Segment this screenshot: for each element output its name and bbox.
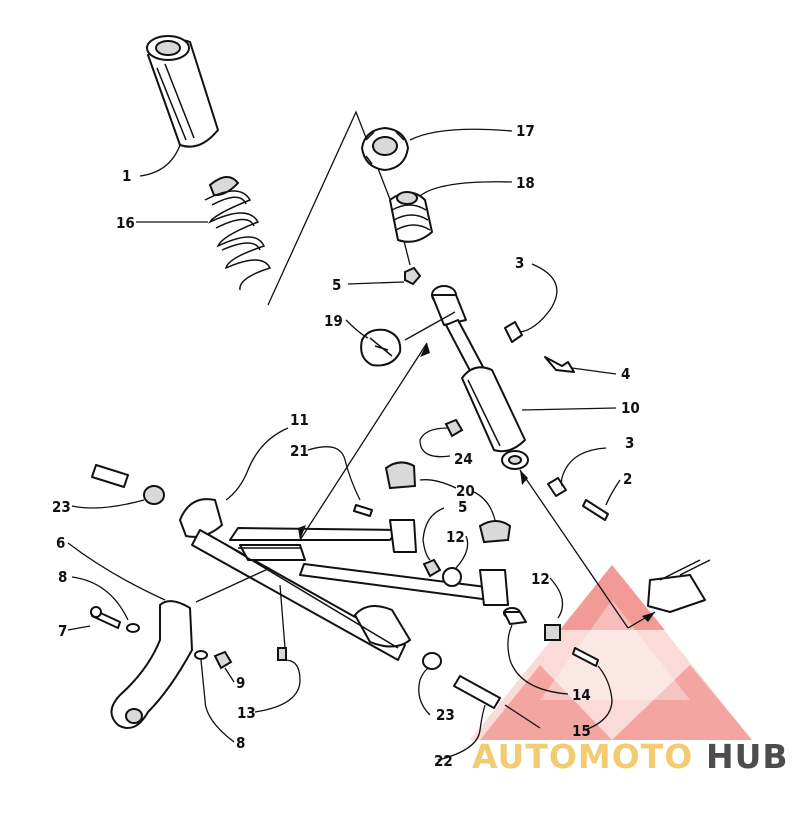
- bushings-bolts: [353, 504, 599, 667]
- callout-numbers: 1 16 17 18 3 5 19 4 10 11 3 21 24 2 20 2…: [52, 122, 640, 770]
- callout-8-bottom: 8: [236, 734, 245, 752]
- part-11-swing-arm: [179, 498, 509, 661]
- callout-12-right: 12: [531, 570, 550, 588]
- callout-3-lower: 3: [625, 434, 634, 452]
- callout-20: 20: [456, 482, 475, 500]
- callout-24: 24: [454, 450, 473, 468]
- callout-12-middle: 12: [446, 528, 465, 546]
- callout-21: 21: [290, 442, 309, 460]
- callout-22: 22: [434, 752, 453, 770]
- callout-3-upper: 3: [515, 254, 524, 272]
- callout-5-lower: 5: [458, 498, 467, 516]
- callout-1: 1: [122, 167, 131, 185]
- part-18-bumper: [389, 191, 433, 243]
- callout-13: 13: [237, 704, 256, 722]
- part-10-shock-absorber: [431, 285, 529, 470]
- lower-shock-hardware: [444, 418, 609, 521]
- callout-6: 6: [56, 534, 65, 552]
- callout-17: 17: [516, 122, 535, 140]
- callout-4: 4: [621, 365, 630, 383]
- callout-19: 19: [324, 312, 343, 330]
- callout-10: 10: [621, 399, 640, 417]
- brand-part2: HUB: [706, 737, 789, 776]
- part-16-spring: [204, 176, 272, 291]
- callout-8-top: 8: [58, 568, 67, 586]
- callout-5-upper: 5: [332, 276, 341, 294]
- brand-part1: AUTOMOTO: [472, 737, 693, 776]
- upper-hardware: [360, 266, 575, 373]
- callout-11: 11: [290, 411, 309, 429]
- callout-18: 18: [516, 174, 535, 192]
- part-1-boot: [146, 35, 219, 148]
- part-6-arm-and-fasteners: [90, 600, 287, 729]
- frame-stub: [647, 559, 711, 613]
- automotohub-logo: [470, 565, 752, 740]
- callout-2: 2: [623, 470, 632, 488]
- callout-23-left: 23: [52, 498, 71, 516]
- assembly-arrows: [298, 311, 656, 629]
- leader-lines: [67, 128, 621, 761]
- parts-22-23: [91, 464, 501, 709]
- watermark-text: AUTOMOTO HUB: [472, 737, 789, 776]
- part-17-retainer: [361, 127, 409, 171]
- callout-9: 9: [236, 674, 245, 692]
- part-20-brackets: [384, 461, 512, 544]
- callout-7: 7: [58, 622, 67, 640]
- callout-16: 16: [116, 214, 135, 232]
- callout-14: 14: [572, 686, 591, 704]
- callout-15: 15: [572, 722, 591, 740]
- callout-23-bottom: 23: [436, 706, 455, 724]
